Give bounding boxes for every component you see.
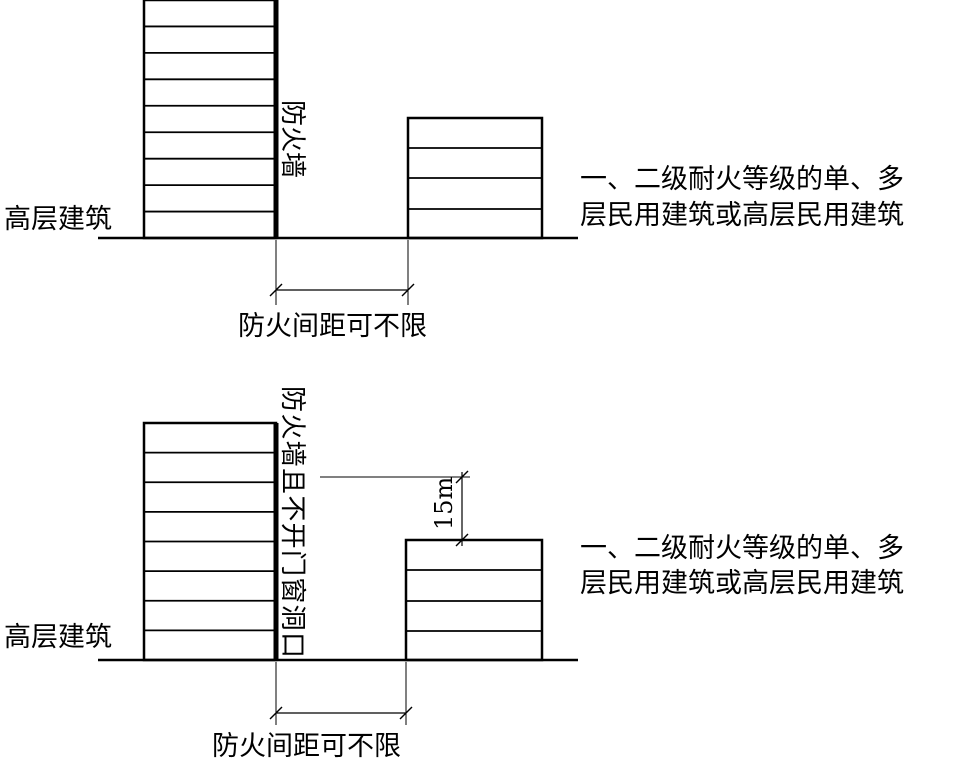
high-rise-label: 高层建筑 — [4, 204, 112, 235]
neighbor-building — [404, 538, 544, 662]
high-rise-building — [142, 421, 278, 662]
fire-wall-label: 防火墙 — [277, 100, 307, 178]
neighbor-label-line1: 一、二级耐火等级的单、多 — [580, 164, 904, 195]
neighbor-building — [406, 116, 544, 240]
panel-2: 高层建筑 防火墙且不开门窗洞口 15m 一、二级耐火等级的单、多 层民用建筑或高… — [4, 386, 904, 761]
neighbor-label-line2: 层民用建筑或高层民用建筑 — [580, 200, 904, 231]
fire-wall-label: 防火墙且不开门窗洞口 — [277, 386, 307, 658]
neighbor-label-line1: 一、二级耐火等级的单、多 — [580, 533, 904, 564]
high-rise-building — [142, 0, 278, 240]
neighbor-label-line2: 层民用建筑或高层民用建筑 — [580, 568, 904, 599]
distance-label: 防火间距可不限 — [212, 731, 401, 761]
distance-dimension — [269, 240, 415, 305]
height-dimension — [320, 470, 470, 547]
height-label: 15m — [430, 476, 458, 530]
distance-label: 防火间距可不限 — [238, 311, 427, 342]
distance-dimension — [269, 662, 413, 725]
high-rise-label: 高层建筑 — [4, 622, 112, 653]
panel-1: 高层建筑 防火墙 一、二级耐火等级的单、多 层民用建筑或高层民用建筑 防火间距可… — [4, 0, 904, 342]
